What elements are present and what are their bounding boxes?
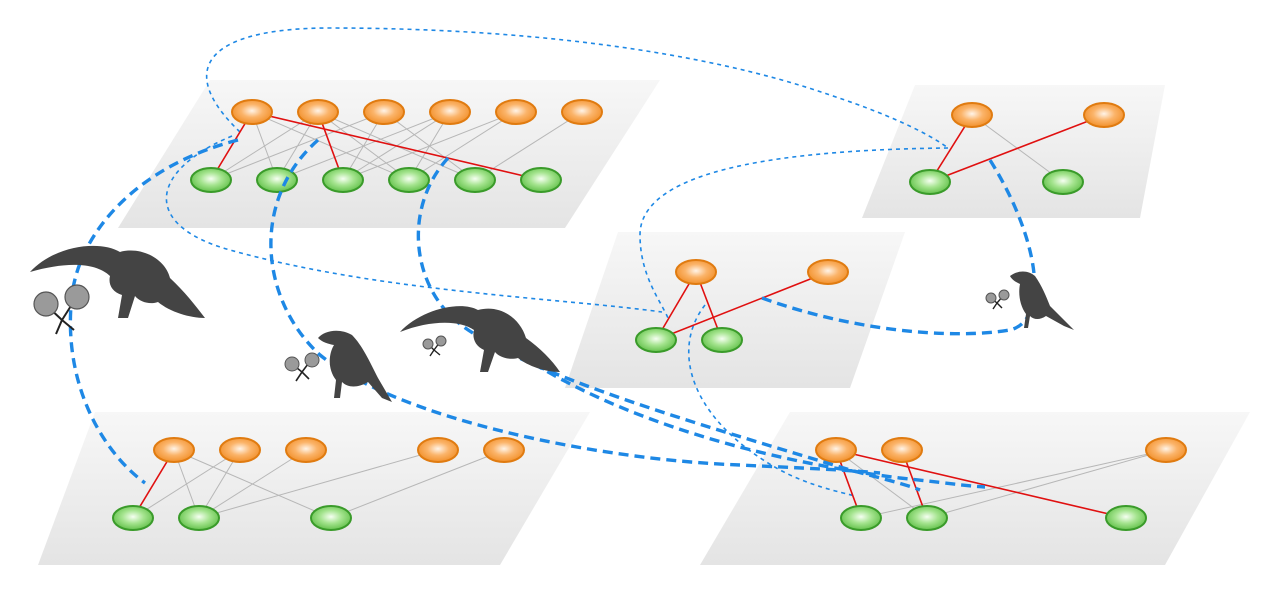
green-node-bottom-left-1 <box>112 505 154 531</box>
orange-node-bottom-left-1 <box>153 437 195 463</box>
thin-link-topright-to-middle <box>639 147 949 319</box>
plane-bottom-right <box>700 412 1250 565</box>
orange-node-middle-2 <box>807 259 849 285</box>
green-node-bottom-right-2 <box>906 505 948 531</box>
orange-node-bottom-left-2 <box>219 437 261 463</box>
network-nodes <box>112 99 1187 531</box>
animal-silhouettes <box>30 245 1074 402</box>
hornbill-silhouette-left <box>30 245 205 318</box>
thick-link-hornbill-lower <box>519 353 986 489</box>
orange-node-top-left-2 <box>297 99 339 125</box>
network-planes <box>38 80 1250 565</box>
fruit-cluster-icon-right <box>985 289 1010 310</box>
orange-node-top-left-6 <box>561 99 603 125</box>
plane-top-right <box>862 85 1165 218</box>
green-node-top-left-4 <box>388 167 430 193</box>
plane-bottom-left <box>38 412 590 565</box>
orange-node-bottom-left-5 <box>483 437 525 463</box>
green-node-bottom-right-1 <box>840 505 882 531</box>
plane-middle <box>565 232 905 388</box>
thick-link-small-bird-left <box>269 138 881 475</box>
small-bird-silhouette-right <box>1010 271 1074 330</box>
green-node-top-left-5 <box>454 167 496 193</box>
orange-node-top-right-1 <box>951 102 993 128</box>
green-node-top-right-2 <box>1042 169 1084 195</box>
green-node-bottom-right-3 <box>1105 505 1147 531</box>
orange-node-bottom-right-3 <box>1145 437 1187 463</box>
orange-node-bottom-right-1 <box>815 437 857 463</box>
orange-node-top-left-4 <box>429 99 471 125</box>
green-node-top-left-6 <box>520 167 562 193</box>
thick-link-small-bird-right <box>761 159 1037 336</box>
green-node-top-left-3 <box>322 167 364 193</box>
thin-link-topleft-to-middle <box>165 135 663 313</box>
thin-link-topleft-to-topright <box>205 27 949 149</box>
fruit-cluster-icon-center <box>284 352 320 382</box>
green-node-bottom-left-3 <box>310 505 352 531</box>
thin-link-middle-to-bottomright <box>687 304 856 497</box>
green-node-top-left-2 <box>256 167 298 193</box>
orange-node-bottom-right-2 <box>881 437 923 463</box>
green-node-bottom-left-2 <box>178 505 220 531</box>
hornbill-silhouette-center <box>400 306 560 372</box>
fruit-cluster-icon-left <box>33 284 90 335</box>
orange-node-top-left-1 <box>231 99 273 125</box>
orange-node-bottom-left-4 <box>417 437 459 463</box>
orange-node-top-right-2 <box>1083 102 1125 128</box>
green-node-top-right-1 <box>909 169 951 195</box>
fruit-cluster-icon-hornbill <box>422 335 447 357</box>
orange-node-bottom-left-3 <box>285 437 327 463</box>
green-node-middle-2 <box>701 327 743 353</box>
thick-link-hornbill-mid <box>416 156 921 492</box>
orange-node-middle-1 <box>675 259 717 285</box>
orange-node-top-left-5 <box>495 99 537 125</box>
green-node-top-left-1 <box>190 167 232 193</box>
orange-node-top-left-3 <box>363 99 405 125</box>
green-node-middle-1 <box>635 327 677 353</box>
small-bird-silhouette-center <box>318 330 392 402</box>
thin-dispersal-links <box>165 27 949 497</box>
